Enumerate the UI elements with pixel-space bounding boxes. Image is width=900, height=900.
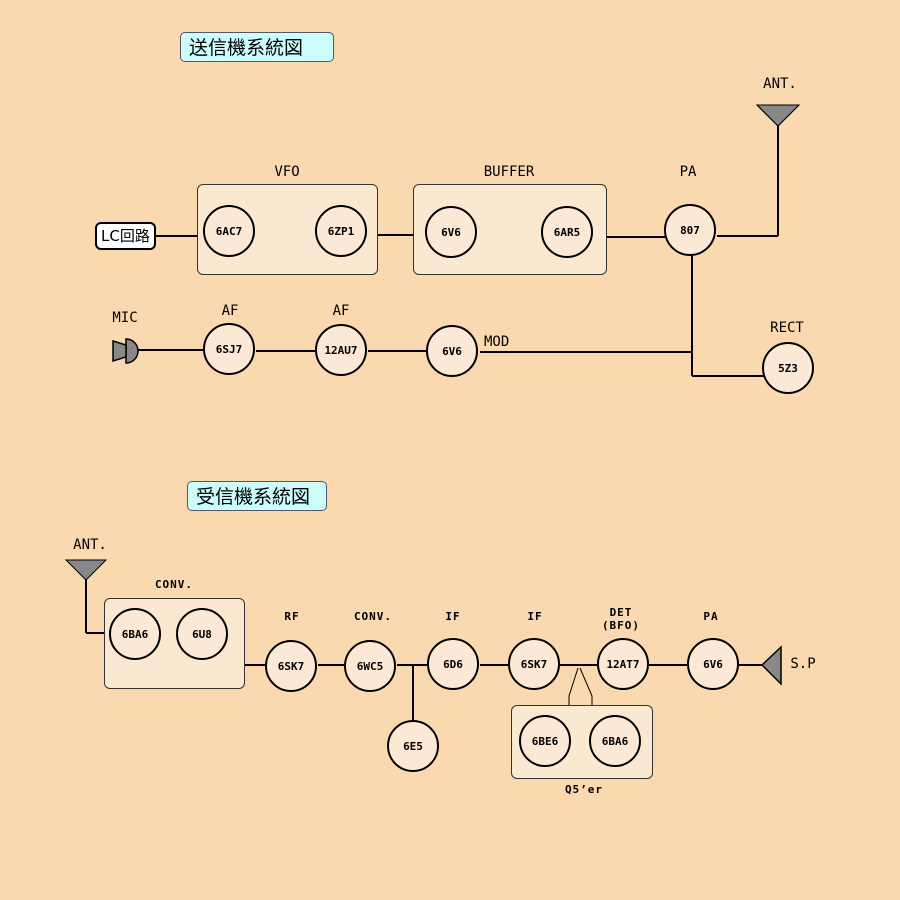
mod-label: MOD [484,334,510,350]
tube-buffer-6ar5: 6AR5 [541,206,593,258]
tube-conv-6ba6: 6BA6 [109,608,161,660]
if2-label: IF [527,610,543,623]
tube-conv-6u8: 6U8 [176,608,228,660]
tube-af-12au7: 12AU7 [315,324,367,376]
tube-mod-6v6: 6V6 [426,325,478,377]
conv2-label: CONV. [353,610,393,623]
receiver-title: 受信機系統図 [187,481,327,511]
rx-ant-label: ANT. [73,537,107,553]
sp-label: S.P [790,656,816,672]
tube-af-6sj7: 6SJ7 [203,323,255,375]
transmitter-title: 送信機系統図 [180,32,334,62]
af1-label: AF [221,303,239,319]
det-label: DET [609,606,633,619]
rx-antenna-icon [64,559,108,581]
tube-vfo-6zp1: 6ZP1 [315,205,367,257]
mic-label: MIC [112,310,138,326]
tube-pa-6v6: 6V6 [687,638,739,690]
tube-pa-807: 807 [664,204,716,256]
tube-rf-6sk7: 6SK7 [265,640,317,692]
q5er-label: Q5’er [564,783,604,796]
vfo-label: VFO [274,164,300,180]
tube-if-6d6: 6D6 [427,638,479,690]
if1-label: IF [445,610,461,623]
tube-rect-5z3: 5Z3 [762,342,814,394]
tube-q5-6be6: 6BE6 [519,715,571,767]
tube-if-6sk7: 6SK7 [508,638,560,690]
tx-ant-label: ANT. [763,76,797,92]
rf-label: RF [284,610,300,623]
mic-icon [112,338,139,364]
tube-vfo-6ac7: 6AC7 [203,205,255,257]
rx-pa-label: PA [703,610,719,623]
bfo-label: (BFO) [601,619,641,632]
conv1-label: CONV. [154,578,194,591]
tube-osc-6e5: 6E5 [387,720,439,772]
buffer-label: BUFFER [483,164,535,180]
rect-label: RECT [770,320,804,336]
tube-det-12at7: 12AT7 [597,638,649,690]
tube-buffer-6v6: 6V6 [425,206,477,258]
lc-circuit-box: LC回路 [95,222,156,250]
af2-label: AF [332,303,350,319]
tube-conv-6wc5: 6WC5 [344,640,396,692]
speaker-icon [760,645,782,686]
pa-label: PA [679,164,697,180]
tx-antenna-icon [755,104,801,127]
tube-q5-6ba6: 6BA6 [589,715,641,767]
